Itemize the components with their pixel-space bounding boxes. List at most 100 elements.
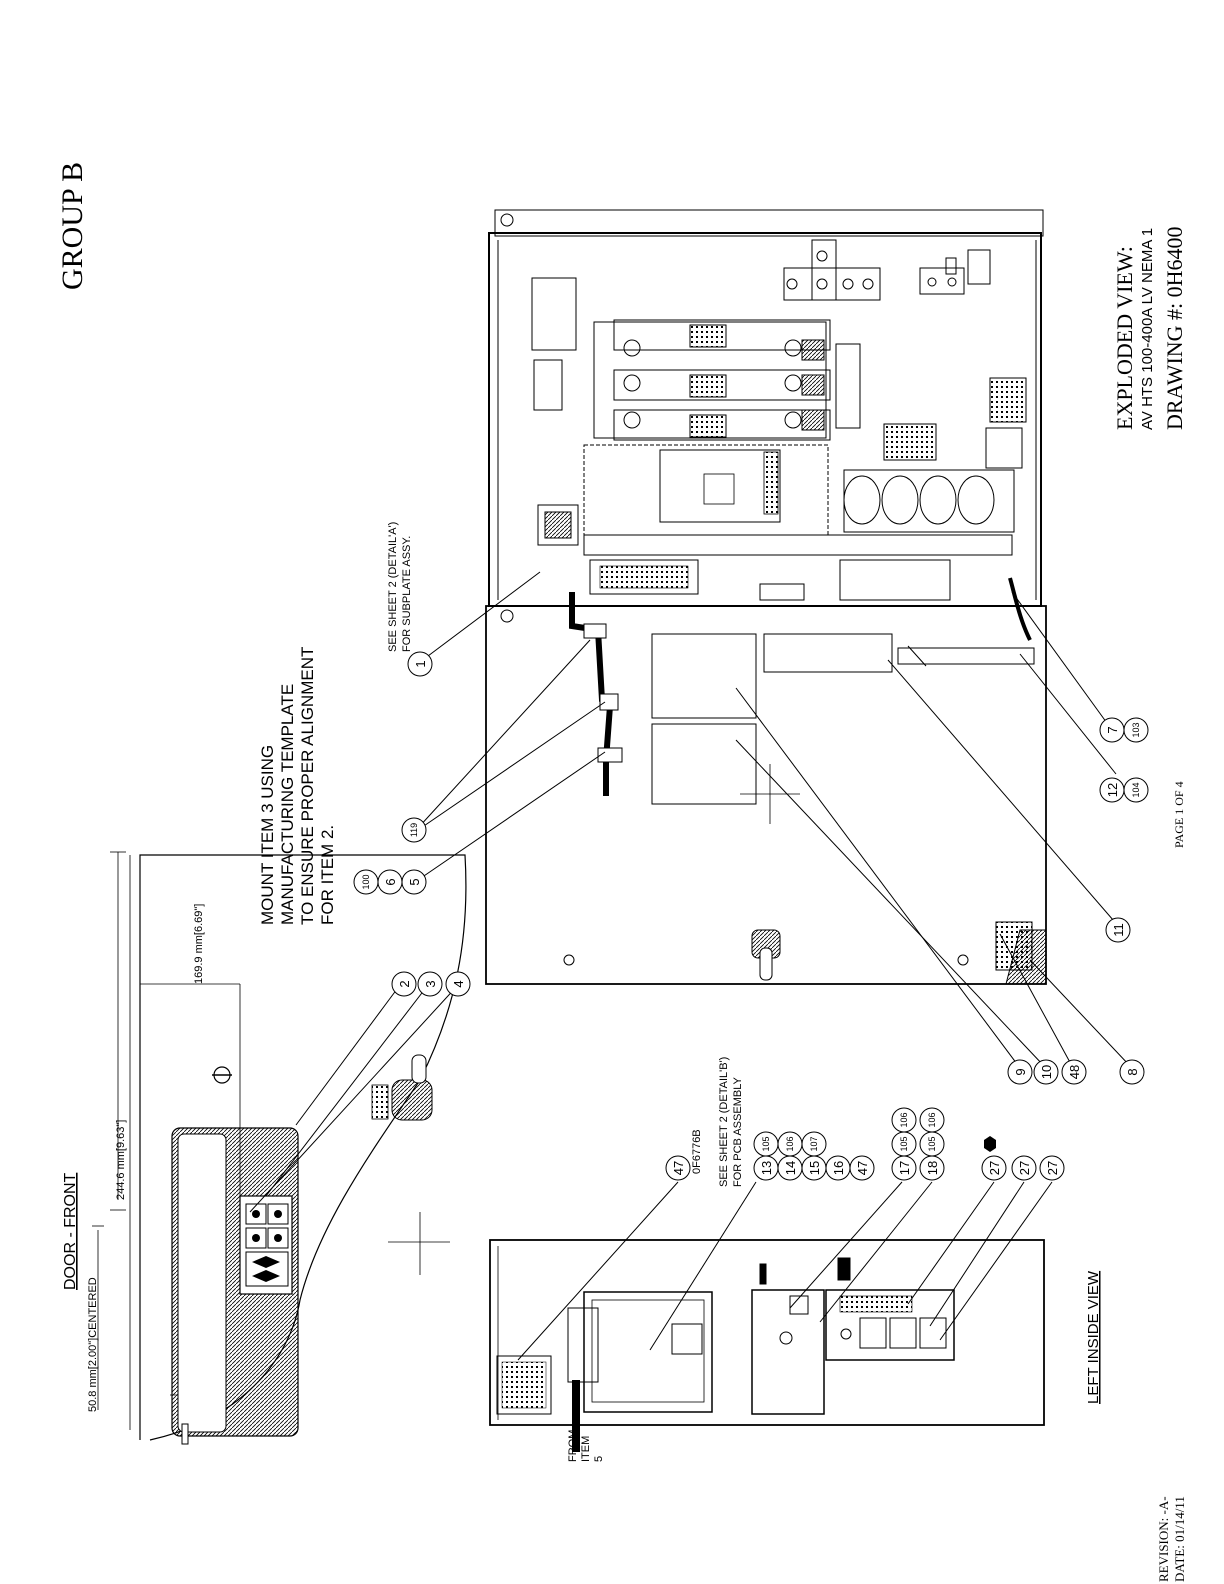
breaker-assembly [613, 319, 831, 441]
balloon-label: 107 [809, 1136, 819, 1151]
balloon-label: 15 [807, 1161, 822, 1175]
balloon-label: 1 [413, 660, 428, 667]
balloon: 4 [445, 971, 471, 997]
door-front-view: DOOR - FRONT 50.8 mm[2.00"]CENTERED 244.… [62, 851, 467, 1445]
balloon: 18 [919, 1155, 945, 1181]
dim-left: 50.8 mm[2.00"]CENTERED [87, 1277, 99, 1412]
group-label: GROUP B [56, 162, 89, 290]
door-front-title: DOOR - FRONT [62, 1172, 79, 1290]
title: EXPLODED VIEW: [1112, 246, 1137, 430]
balloon: 47 [849, 1155, 875, 1181]
balloon-label: 13 [759, 1161, 774, 1175]
controller-housing [583, 1291, 713, 1413]
enclosure-backbox [488, 232, 1042, 607]
balloon-label: 9 [1013, 1068, 1028, 1075]
balloon: 10 [1033, 1059, 1059, 1085]
balloon-label: 105 [761, 1136, 771, 1151]
balloon: 27 [1039, 1155, 1065, 1181]
balloon: 105 [891, 1131, 917, 1157]
balloon: 105 [753, 1131, 779, 1157]
balloon: 15 [801, 1155, 827, 1181]
balloon: 14 [777, 1155, 803, 1181]
balloon-label: 27 [1045, 1161, 1060, 1175]
balloon: 105 [919, 1131, 945, 1157]
balloon: 106 [777, 1131, 803, 1157]
inside-panel [489, 1239, 1045, 1426]
item-balloons: 1 2 3 4 5 6 100 119 [353, 651, 1149, 1181]
note-line: ITEM [580, 1436, 592, 1462]
note-line: SEE SHEET 2 (DETAIL'B') [718, 1057, 730, 1187]
note-line: FOR SUBPLATE ASSY. [401, 536, 413, 652]
door-label-1 [651, 633, 757, 719]
dim-top: 169.9 mm[6.69"] [193, 904, 205, 984]
note-line: SEE SHEET 2 (DETAIL'A') [387, 522, 399, 652]
balloon: 7 [1099, 717, 1125, 743]
balloon: 47 [665, 1155, 691, 1181]
balloon: 3 [417, 971, 443, 997]
balloon: 119 [401, 817, 427, 843]
balloon: 2 [391, 971, 417, 997]
balloon-label: 105 [927, 1136, 937, 1151]
balloon: 104 [1123, 777, 1149, 803]
left-inside-title: LEFT INSIDE VIEW [1085, 1270, 1102, 1404]
balloon-label: 12 [1105, 783, 1120, 797]
balloon-label: 27 [987, 1161, 1002, 1175]
balloon: 106 [919, 1107, 945, 1133]
balloon: 106 [891, 1107, 917, 1133]
balloon: 48 [1061, 1059, 1087, 1085]
drawing-number: DRAWING #: 0H6400 [1162, 226, 1187, 430]
balloon: 13 [753, 1155, 779, 1181]
pcb-board [751, 1289, 825, 1415]
page-number: PAGE 1 OF 4 [1172, 781, 1186, 848]
balloon-label: 3 [423, 980, 438, 987]
revision: REVISION: -A- [1156, 1496, 1171, 1582]
door-label-3 [763, 633, 893, 673]
balloon: 1 [407, 651, 433, 677]
balloon-label: 16 [831, 1161, 846, 1175]
balloon: 107 [801, 1131, 827, 1157]
note-line: MOUNT ITEM 3 USING [258, 745, 277, 925]
balloon-label: 47 [671, 1161, 686, 1175]
balloon-label: 119 [409, 823, 419, 837]
subtitle: AV HTS 100-400A LV NEMA 1 [1139, 228, 1156, 430]
note-line: 5 [593, 1456, 605, 1462]
balloon: 27 [1011, 1155, 1037, 1181]
note-pcb: SEE SHEET 2 (DETAIL'B') FOR PCB ASSEMBLY [718, 1057, 744, 1187]
enclosure-view [485, 209, 1047, 985]
balloon-label: 27 [1017, 1161, 1032, 1175]
balloon-label: 48 [1067, 1065, 1082, 1079]
dim-mid: 244.6 mm[9.63"] [115, 1120, 127, 1200]
part-number: 0F6776B [691, 1129, 703, 1174]
balloon: 16 [825, 1155, 851, 1181]
left-inside-view: LEFT INSIDE VIEW [489, 1239, 1102, 1452]
balloon-label: 104 [1131, 782, 1141, 797]
balloon-label: 8 [1125, 1068, 1140, 1075]
enclosure-door [485, 605, 1047, 985]
note-line: MANUFACTURING TEMPLATE [278, 684, 297, 925]
balloon: 17 [891, 1155, 917, 1181]
balloon: 6 [377, 869, 403, 895]
door-label-2 [651, 723, 757, 805]
balloon: 27 [981, 1155, 1007, 1181]
balloon-label: 17 [897, 1161, 912, 1175]
title-block: EXPLODED VIEW: AV HTS 100-400A LV NEMA 1… [1112, 226, 1187, 430]
note-line: TO ENSURE PROPER ALIGNMENT [298, 647, 317, 925]
balloon-label: 2 [397, 980, 412, 987]
balloon-label: 18 [925, 1161, 940, 1175]
balloon: 11 [1105, 917, 1131, 943]
note-line: FOR PCB ASSEMBLY [732, 1077, 744, 1187]
balloon-label: 105 [899, 1136, 909, 1151]
note-subplate: SEE SHEET 2 (DETAIL'A') FOR SUBPLATE ASS… [387, 522, 413, 652]
balloon-label: 106 [927, 1112, 937, 1127]
door-latch-icon [212, 1054, 433, 1121]
balloon-label: 14 [783, 1161, 798, 1175]
hexagon-marker [984, 1136, 996, 1152]
keypad [239, 1195, 293, 1295]
balloon-label: 4 [451, 980, 466, 987]
balloon-label: 47 [855, 1161, 870, 1175]
balloon: 5 [401, 869, 427, 895]
balloon: 103 [1123, 717, 1149, 743]
balloon-label: 10 [1039, 1065, 1054, 1079]
balloon-label: 11 [1111, 923, 1126, 937]
